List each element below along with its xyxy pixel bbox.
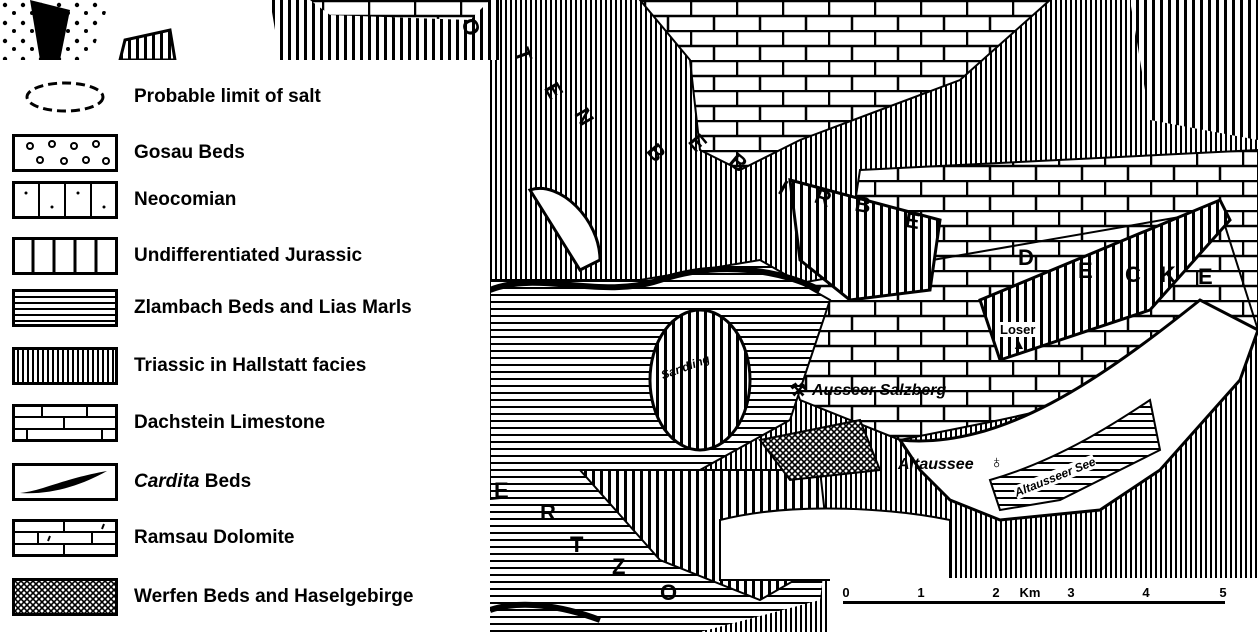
hallstatt-swatch	[12, 347, 118, 385]
legend-label: Werfen Beds and Haselgebirge	[134, 586, 414, 607]
region-letter: Z	[612, 554, 626, 579]
mine-icon: ⚒	[790, 380, 807, 400]
scale-bar: 0 1 2 Km 3 4 5	[840, 585, 1230, 605]
region-letter: R	[540, 500, 556, 525]
cardita-swatch	[12, 463, 118, 501]
ramsau-swatch	[12, 519, 118, 557]
gosau-swatch	[12, 134, 118, 172]
scale-tick: 4	[1142, 585, 1150, 600]
legend-label: Probable limit of salt	[134, 86, 321, 107]
legend-item-salt-limit: Probable limit of salt	[12, 77, 321, 117]
scale-tick: 3	[1067, 585, 1075, 600]
region-letter: C	[1125, 262, 1141, 287]
legend-label: Dachstein Limestone	[134, 412, 326, 433]
scale-tick: 0	[842, 585, 850, 600]
region-letter: T	[570, 532, 584, 557]
summit-triangle-icon: ▲	[1012, 336, 1026, 352]
place-label-altaussee: Altaussee	[898, 456, 974, 473]
place-label-loser: Loser	[1000, 322, 1036, 337]
legend-label: Gosau Beds	[134, 142, 245, 163]
region-letter: E	[1078, 258, 1093, 283]
legend-label: Cardita Beds	[134, 471, 251, 493]
legend-label-italic: Cardita	[134, 471, 200, 492]
legend-item-dachstein: Dachstein Limestone	[12, 403, 325, 443]
zlambach-swatch	[12, 289, 118, 327]
legend-item-neocomian: Neocomian	[12, 180, 236, 220]
legend-label: Undifferentiated Jurassic	[134, 245, 363, 266]
legend-label-suffix: Beds	[199, 471, 252, 492]
legend-item-zlambach: Zlambach Beds and Lias Marls	[12, 288, 412, 328]
region-letter: E	[1198, 264, 1213, 289]
region-letter: D	[1018, 245, 1034, 270]
legend-item-hallstatt: Triassic in Hallstatt facies	[12, 346, 366, 386]
neocomian-swatch	[12, 181, 118, 219]
region-letter: E	[494, 478, 509, 503]
legend-label: Ramsau Dolomite	[134, 527, 295, 548]
map-legend: Probable limit of salt Gosau Beds Neocom…	[0, 60, 490, 632]
place-label-ausseer-salzberg: Ausseer Salzberg	[812, 382, 947, 399]
legend-label: Triassic in Hallstatt facies	[134, 355, 367, 376]
legend-label: Zlambach Beds and Lias Marls	[134, 297, 412, 318]
jurassic-swatch	[12, 237, 118, 275]
dachstein-swatch	[12, 404, 118, 442]
legend-item-werfen: Werfen Beds and Haselgebirge	[12, 577, 413, 617]
region-letter: O	[660, 580, 678, 605]
werfen-swatch	[12, 578, 118, 616]
scale-tick: 1	[917, 585, 925, 600]
salt-limit-swatch	[25, 81, 105, 113]
scale-line	[843, 601, 1225, 604]
legend-item-gosau: Gosau Beds	[12, 133, 245, 173]
church-icon: ♁	[990, 452, 1004, 472]
scale-tick: 5	[1219, 585, 1227, 600]
legend-item-cardita: Cardita Beds	[12, 462, 251, 502]
legend-item-jurassic: Undifferentiated Jurassic	[12, 236, 362, 276]
legend-item-ramsau: Ramsau Dolomite	[12, 518, 294, 558]
legend-label: Neocomian	[134, 189, 237, 210]
scale-unit: Km	[1019, 585, 1041, 600]
scale-tick: 2	[992, 585, 1000, 600]
region-letter: K	[1160, 262, 1176, 287]
